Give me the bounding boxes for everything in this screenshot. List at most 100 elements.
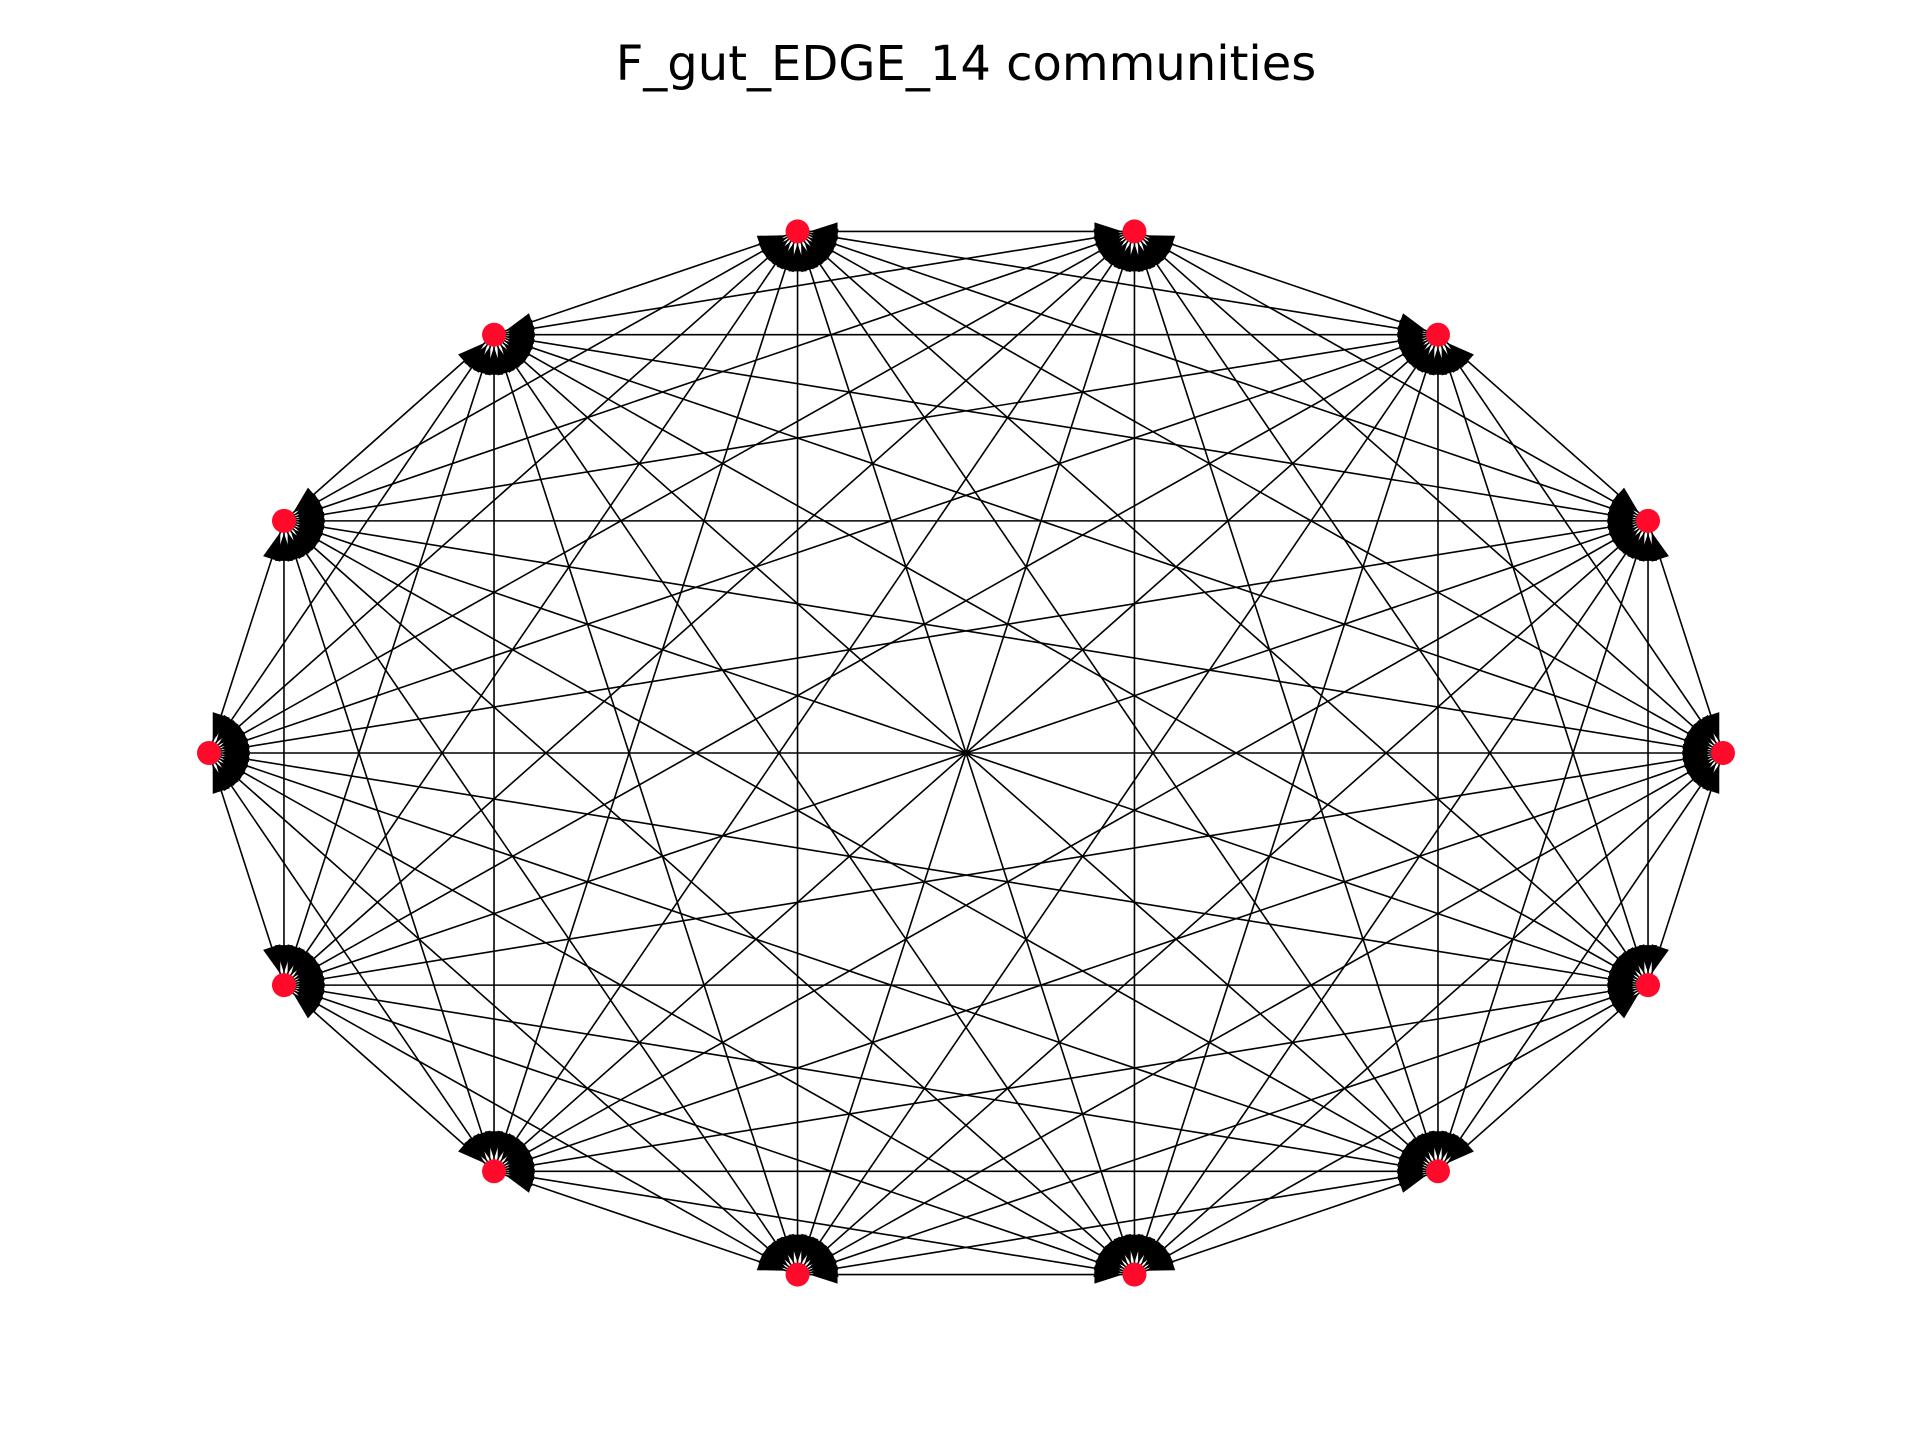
edge-arrowhead <box>497 1130 515 1160</box>
edge-arrowhead <box>458 342 486 368</box>
graph-edge <box>493 1170 798 1276</box>
node-layer <box>197 219 1735 1287</box>
graph-edge <box>283 520 495 1172</box>
edge-arrowhead <box>1618 530 1642 559</box>
graph-edge <box>797 1170 1439 1276</box>
edge-arrowhead <box>1651 944 1669 974</box>
graph-node <box>785 219 810 244</box>
edge-arrowhead <box>287 944 305 974</box>
graph-edge <box>208 230 799 754</box>
edge-arrowhead <box>295 976 324 995</box>
graph-edge <box>208 520 285 754</box>
edge-arrowhead <box>504 340 534 363</box>
edge-arrowhead <box>212 712 230 742</box>
chart-title: F_gut_EDGE_14 communities <box>616 36 1317 92</box>
graph-edge <box>796 230 1439 1172</box>
edge-arrowhead <box>809 222 838 241</box>
edge-arrowhead <box>1693 762 1717 792</box>
graph-edge <box>493 1170 1135 1276</box>
edge-arrowhead <box>1402 1138 1429 1164</box>
graph-edge <box>1133 334 1439 1275</box>
edge-arrowhead <box>1446 342 1474 368</box>
graph-edge <box>208 752 1439 1173</box>
edge-arrowhead <box>292 993 320 1019</box>
edge-arrowhead <box>1702 764 1720 794</box>
edge-arrowhead <box>1138 1233 1156 1264</box>
graph-node <box>1425 322 1450 347</box>
edge-arrowhead <box>1446 1138 1474 1164</box>
edge-arrowhead <box>1098 239 1126 265</box>
edge-arrowhead <box>1612 487 1640 513</box>
graph-node <box>785 1262 810 1287</box>
edge-arrowhead <box>505 313 535 331</box>
graph-edge <box>1134 230 1439 336</box>
graph-node <box>197 741 221 765</box>
edge-arrowhead <box>761 1241 789 1267</box>
edge-arrowhead <box>1408 344 1432 373</box>
graph-edge <box>1134 984 1649 1276</box>
edge-arrowhead <box>292 951 320 978</box>
graph-node <box>1711 741 1735 765</box>
edge-arrowhead <box>1113 242 1131 273</box>
edge-arrowhead <box>1687 760 1715 787</box>
graph-node <box>271 508 296 533</box>
edge-arrowhead <box>500 1133 524 1162</box>
graph-node <box>1122 219 1147 244</box>
graph-edge <box>283 984 798 1276</box>
edge-arrowhead <box>458 1138 486 1164</box>
graph-edge <box>1647 752 1724 986</box>
graph-node <box>1636 973 1661 998</box>
graph-node <box>271 973 296 998</box>
graph-edge <box>283 334 495 986</box>
edge-arrowhead <box>756 1253 787 1271</box>
graph-edge <box>493 984 1649 1173</box>
graph-edge <box>493 334 1136 1276</box>
edge-arrowhead <box>1441 1130 1459 1160</box>
edge-arrowhead <box>1104 241 1128 270</box>
graph-edge <box>208 752 1649 986</box>
edge-arrowhead <box>220 750 250 769</box>
edge-arrowhead <box>1397 1175 1427 1193</box>
edge-arrowhead <box>767 241 791 270</box>
graph-edge <box>283 520 1649 986</box>
graph-edge <box>283 334 495 522</box>
edge-arrowhead <box>263 944 281 974</box>
edge-arrowhead <box>217 760 245 787</box>
edge-arrowhead <box>806 1241 834 1267</box>
edge-arrowhead <box>1627 532 1645 562</box>
graph-edge <box>797 520 1649 1276</box>
edge-arrowhead <box>263 532 281 562</box>
edge-arrowhead <box>804 1236 828 1265</box>
edge-arrowhead <box>290 947 314 976</box>
graph-edge <box>493 333 1724 754</box>
graph-node <box>482 1159 507 1184</box>
graph-edge <box>1133 231 1439 1172</box>
edge-arrowhead <box>295 524 325 543</box>
edge-arrowhead <box>1144 1247 1174 1269</box>
edge-arrowhead <box>806 239 834 265</box>
edge-arrowhead <box>217 719 245 746</box>
graph-edge <box>1133 230 1724 754</box>
edge-arrowhead <box>473 346 491 376</box>
edge-arrowhead <box>1402 342 1429 368</box>
graph-edge <box>208 752 285 986</box>
graph-edge <box>283 984 495 1172</box>
graph-edge <box>493 334 1649 986</box>
graph-node <box>482 322 507 347</box>
edge-arrowhead <box>1612 951 1640 978</box>
arrowhead-layer <box>212 222 1720 1284</box>
edge-arrowhead <box>292 528 320 555</box>
graph-edge <box>1647 520 1724 754</box>
edge-arrowhead <box>776 242 794 273</box>
graph-edge <box>1437 334 1649 522</box>
edge-arrowhead <box>292 487 320 513</box>
edge-arrowhead <box>808 1253 839 1271</box>
graph-edge <box>493 752 1724 1173</box>
graph-edge <box>283 520 1135 1276</box>
graph-edge <box>208 752 495 1172</box>
graph-edge <box>797 230 1649 986</box>
edge-arrowhead <box>1098 1241 1126 1267</box>
graph-edge <box>283 520 799 1276</box>
graph-edge <box>208 333 1439 754</box>
